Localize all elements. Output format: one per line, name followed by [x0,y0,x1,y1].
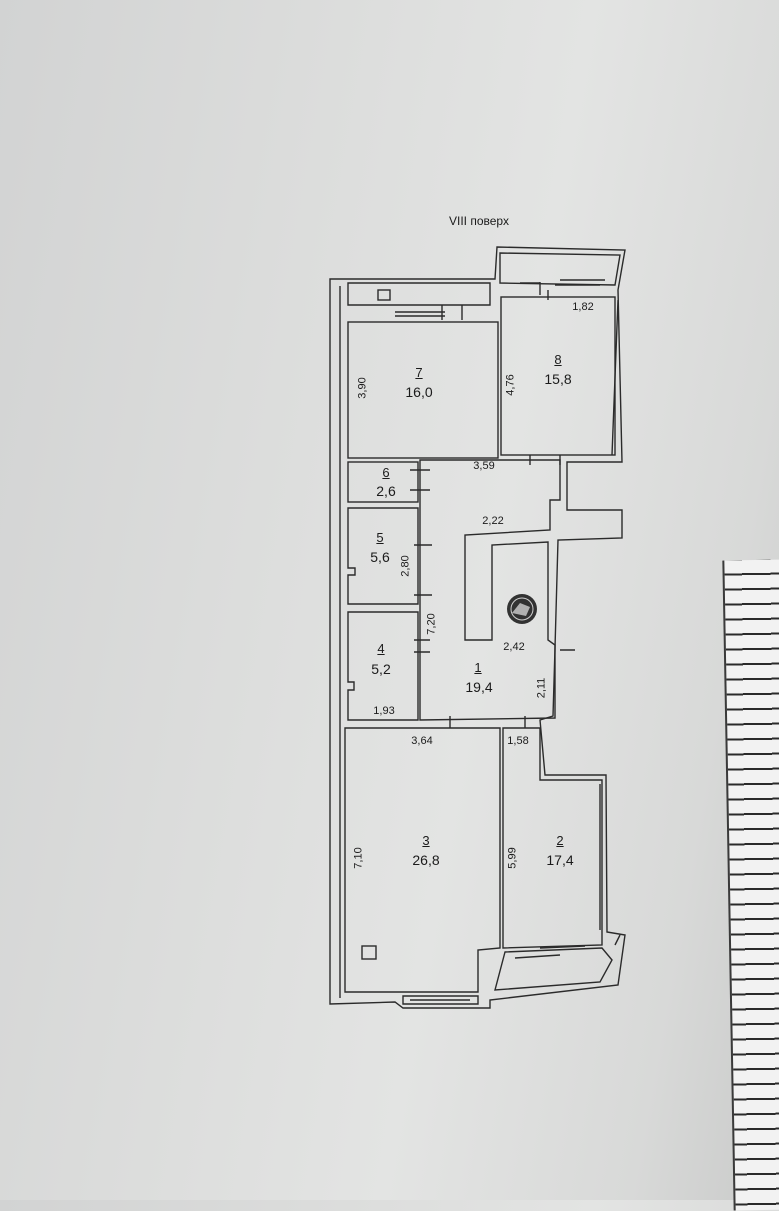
room-2-number: 2 [556,833,564,848]
bay-right [494,947,613,991]
bay-window [402,995,479,1005]
room-1-outline [419,459,561,721]
room-2-area: 17,4 [546,852,574,868]
dim-corridor-side: 7,20 [425,613,438,635]
door-marks [410,282,621,946]
room-4-area: 5,2 [371,661,391,677]
room-7-outline [347,321,499,459]
outer-wall [329,246,626,1009]
dim-r8-top: 1,82 [572,301,594,313]
dim-hall-top: 3,59 [473,460,495,472]
balcony-right [499,252,621,286]
room-5-outline [347,507,419,605]
room-6-area: 2,6 [376,483,396,499]
dim-r1-side: 2,11 [535,677,548,699]
room-1-number: 1 [474,660,482,675]
dim-r7-side: 3,90 [356,377,369,399]
dim-r3-side: 7,10 [352,847,365,869]
dim-hall-mid: 2,22 [482,515,504,527]
walls [329,246,626,1009]
room-8-area: 15,8 [544,371,572,387]
window-marks [395,279,605,1001]
room-4-number: 4 [377,641,385,656]
room-7-area: 16,0 [405,384,433,400]
room-8-outline [500,296,616,456]
dim-r8-side: 4,76 [504,374,517,396]
dim-r2-side: 5,99 [506,847,519,869]
room-2-outline [502,727,603,949]
dim-hall-low: 2,42 [503,641,525,653]
room-5-area: 5,6 [370,549,390,565]
room-3-vent [361,945,377,960]
room-1-area: 19,4 [465,679,493,695]
dim-r4-bottom: 1,93 [373,705,395,717]
dim-r2-top: 1,58 [507,735,529,747]
room-3-outline [344,727,501,993]
dim-r3-top: 3,64 [411,735,433,747]
floor-title: VIII поверх [449,214,509,228]
dim-r5-side: 2,80 [399,555,412,577]
room-3-area: 26,8 [412,852,440,868]
stamp-icon [507,594,537,624]
room-5-number: 5 [376,530,384,545]
room-3-number: 3 [422,833,430,848]
room-6-number: 6 [382,465,390,480]
balcony-left [347,282,491,306]
room-7-number: 7 [415,365,423,380]
room-6-outline [347,461,419,503]
room-8-number: 8 [554,352,562,367]
balcony-vent [377,289,391,301]
room-4-outline [347,611,419,721]
